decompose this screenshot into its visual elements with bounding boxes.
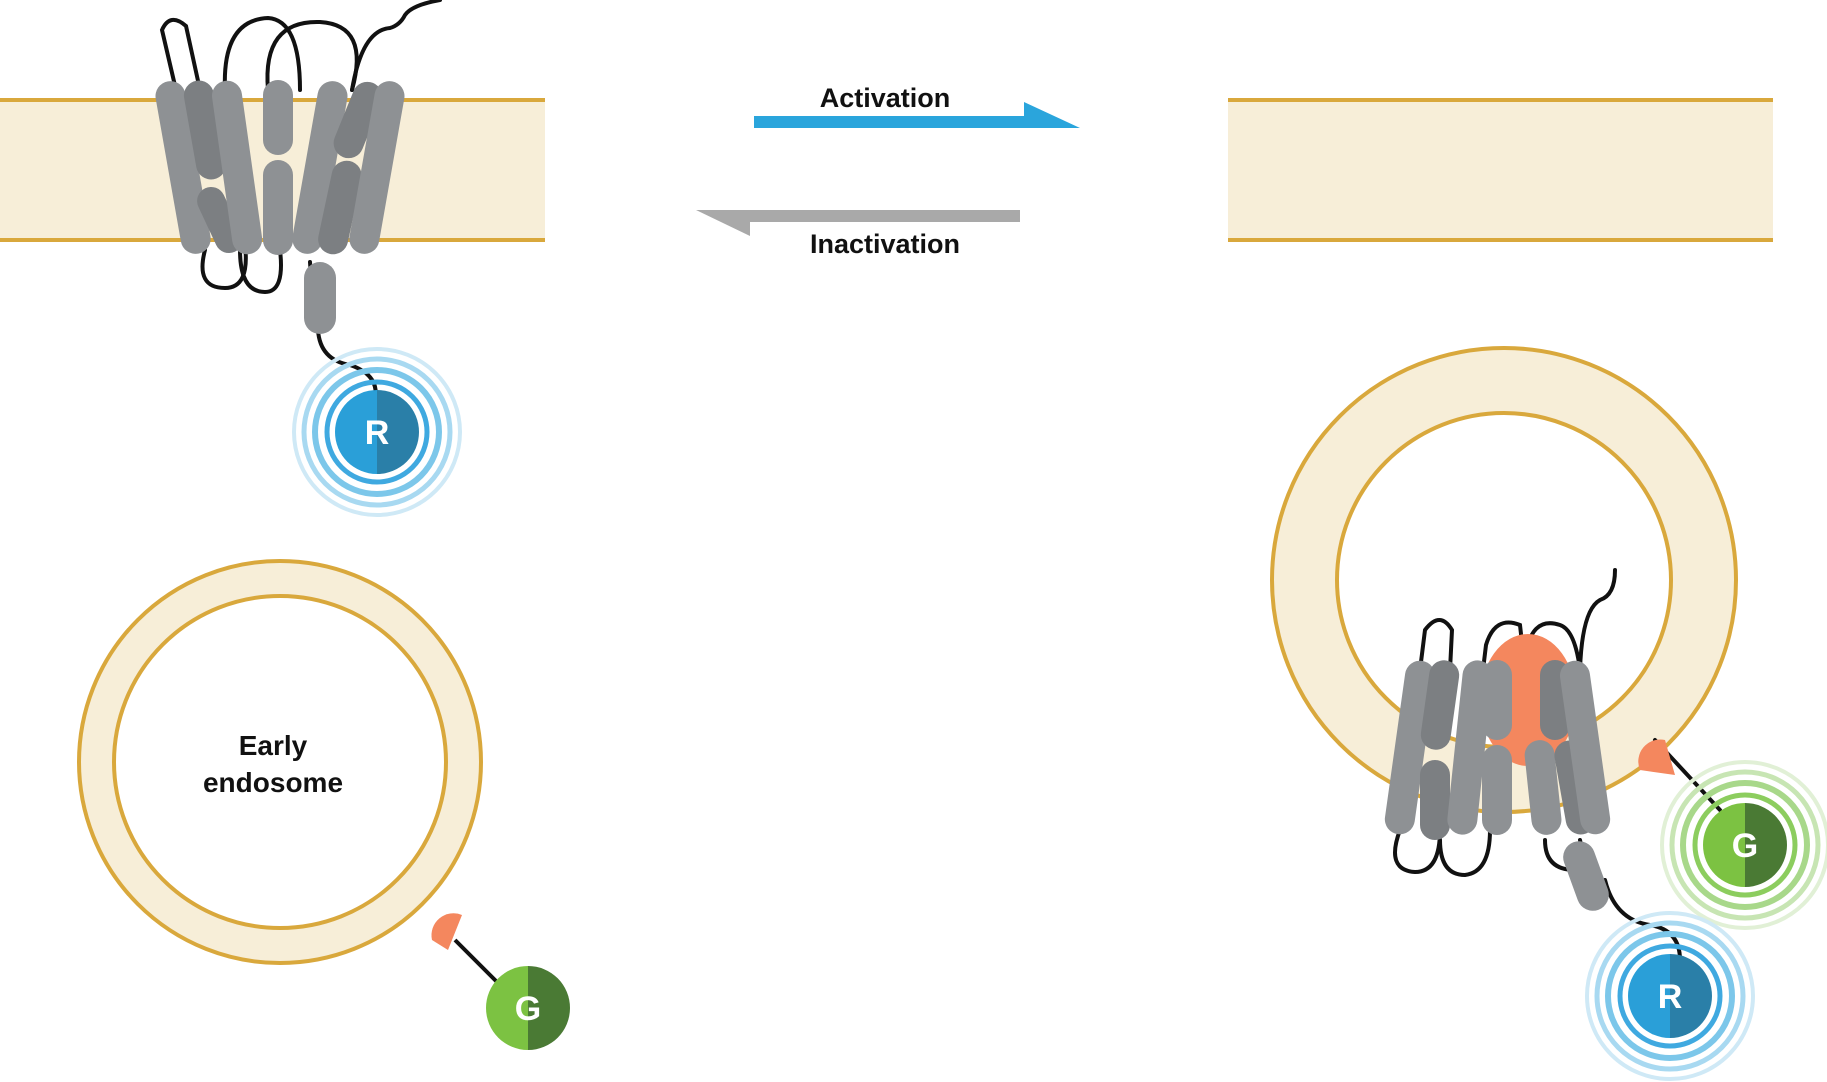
- helix-left-8: [318, 160, 362, 255]
- inactivation-arrow: Inactivation: [696, 210, 1020, 259]
- helix-left-5: [263, 80, 293, 155]
- receptor-helices-right: [1384, 660, 1611, 911]
- helix-left-6: [263, 160, 293, 255]
- activation-label: Activation: [820, 83, 951, 113]
- plasma-membrane-right: [1228, 98, 1773, 242]
- helix-right-4: [1447, 660, 1493, 835]
- gprotein-circle-icon: [1703, 803, 1745, 887]
- gprotein-circle-icon: [486, 966, 528, 1050]
- helix-left-7: [292, 81, 348, 254]
- helix-right-1: [1384, 660, 1436, 835]
- endosome-label-line2: endosome: [203, 767, 343, 798]
- helix-right-6: [1482, 745, 1512, 835]
- helix-right-5: [1482, 660, 1512, 740]
- activation-arrow: Activation: [754, 83, 1080, 128]
- gprotein-badge-right: G: [1660, 760, 1827, 930]
- lipid-anchor-right: [1638, 739, 1675, 775]
- helix-left-1: [155, 81, 211, 254]
- helix-right-8th: [1563, 841, 1609, 911]
- helix-left-10: [349, 81, 405, 254]
- receptor-helices-left: [155, 80, 405, 334]
- helix-left-8th: [304, 262, 336, 334]
- receptor-circle-icon: [1628, 954, 1670, 1038]
- gprotein-letter-right: G: [1732, 827, 1758, 865]
- helix-right-2: [1420, 660, 1460, 750]
- early-endosome: Early endosome: [77, 559, 483, 965]
- endosome-label-line1: Early: [239, 730, 308, 761]
- receptor-badge-right: R: [1585, 911, 1755, 1081]
- helix-left-4: [211, 80, 263, 255]
- arrow-left-icon: [696, 210, 1020, 236]
- arrow-right-icon: [754, 102, 1080, 128]
- helix-left-3: [197, 186, 243, 254]
- gprotein-letter-left: G: [515, 990, 541, 1028]
- helix-left-9: [333, 81, 383, 159]
- helix-right-3: [1420, 760, 1450, 840]
- gprotein-left: G: [431, 913, 570, 1050]
- lipid-anchor-left: [431, 913, 462, 950]
- receptor-letter-right: R: [1658, 978, 1683, 1016]
- receptor-letter-left: R: [365, 414, 390, 452]
- helix-right-8: [1524, 740, 1562, 835]
- helix-right-10: [1559, 660, 1611, 835]
- inactivation-label: Inactivation: [810, 229, 960, 259]
- receptor-circle-icon: [335, 390, 377, 474]
- receptor-badge-left: R: [292, 347, 462, 517]
